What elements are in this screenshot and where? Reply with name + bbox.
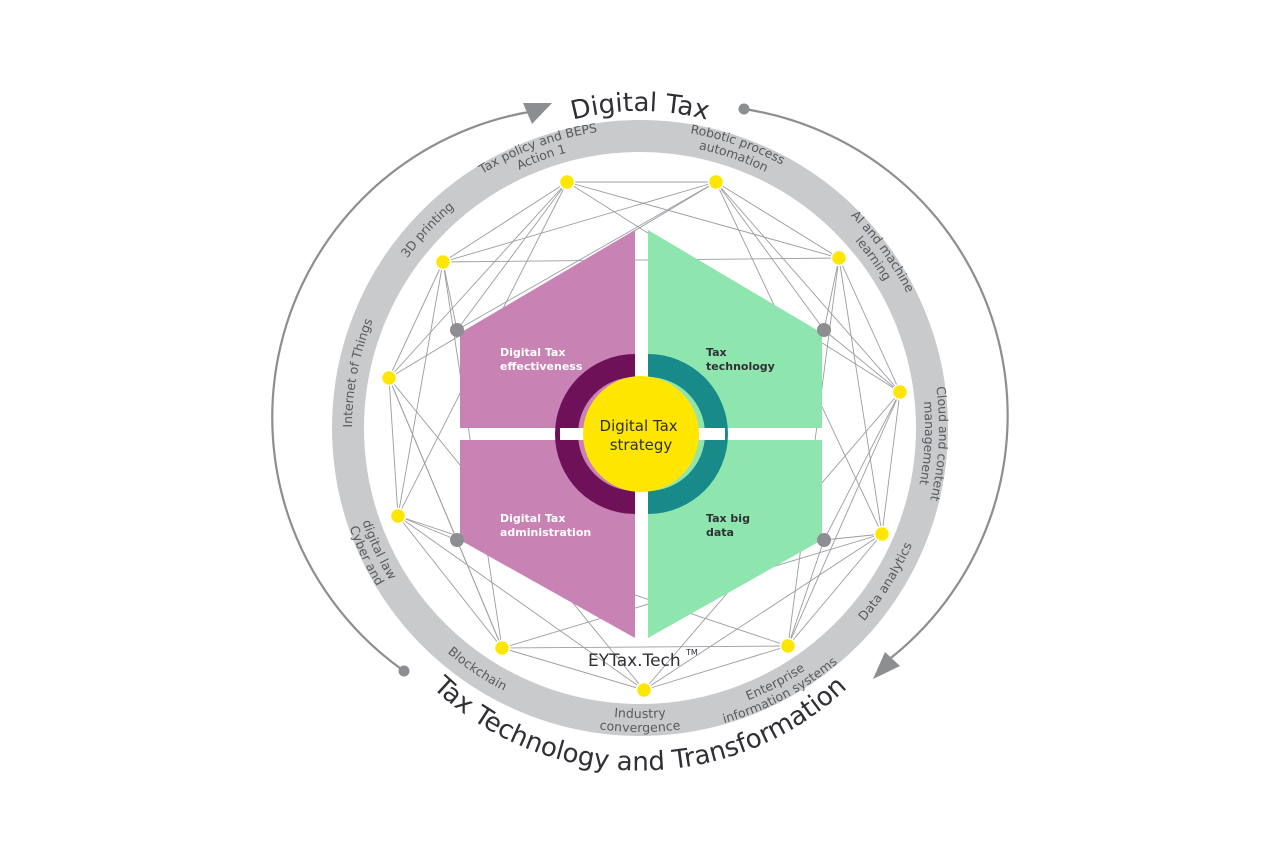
network-link [881, 391, 901, 535]
network-link [838, 257, 883, 535]
technology-nodes [380, 173, 909, 699]
network-link [823, 257, 840, 331]
network-link [823, 533, 883, 541]
network-link [501, 645, 789, 649]
network-link [715, 181, 901, 393]
center-label: Digital Tax strategy [600, 417, 683, 454]
quadrant-labels: Digital Tax effectiveness Digital Tax ad… [500, 346, 775, 539]
network-link [388, 377, 458, 541]
network-link [787, 539, 825, 647]
network-link [442, 257, 840, 263]
network-link [501, 647, 645, 691]
network-link [456, 181, 717, 331]
technology-node [873, 525, 891, 543]
network-link [566, 181, 840, 259]
network-link [823, 391, 901, 541]
network-link [442, 181, 568, 263]
network-link [397, 261, 444, 517]
trademark-mark: TM [685, 648, 698, 657]
technology-node [380, 369, 398, 387]
corner-dot [450, 323, 464, 337]
arrowhead-bottom-icon [873, 652, 900, 679]
technology-node [434, 253, 452, 271]
technology-node [830, 249, 848, 267]
technology-node [891, 383, 909, 401]
label-tax-big-data: Tax big data [706, 512, 754, 539]
network-link [838, 257, 901, 393]
network-link [456, 539, 503, 649]
network-link [388, 377, 399, 517]
network-link [715, 181, 825, 331]
network-lines [388, 181, 901, 691]
network-link [388, 261, 444, 379]
outer-arrows [271, 103, 1009, 679]
left-arrow-start-dot [398, 665, 410, 677]
network-link [787, 533, 883, 647]
center-ring-right [648, 354, 728, 514]
ey-tax-tech-brand: EYTax.Tech TM [588, 648, 698, 671]
corner-dot [817, 323, 831, 337]
technology-node [389, 507, 407, 525]
center-ring-left [555, 354, 635, 514]
network-link [397, 515, 503, 649]
corner-dot [817, 533, 831, 547]
technology-ring [332, 120, 948, 736]
arrowhead-top-icon [523, 103, 552, 124]
network-link [397, 515, 645, 691]
technology-node [707, 173, 725, 191]
technology-node [493, 639, 511, 657]
left-arrow-arc [271, 109, 536, 672]
network-link [787, 391, 901, 647]
right-arrow-arc [743, 107, 1009, 665]
network-link [456, 181, 568, 331]
hexagon-corner-dots [450, 323, 831, 547]
brand-name: EYTax.Tech [588, 651, 681, 671]
center-ring [555, 354, 728, 514]
network-link [823, 329, 901, 393]
ring-item-label: convergence [599, 717, 681, 735]
corner-dot [450, 533, 464, 547]
network-link [397, 515, 458, 541]
network-link [643, 645, 789, 691]
label-effectiveness: Digital Tax effectiveness [500, 346, 583, 373]
technology-node [558, 173, 576, 191]
network-link [442, 181, 717, 263]
network-link [442, 261, 458, 331]
label-tax-technology: Tax technology [706, 346, 775, 373]
center-circle [583, 376, 699, 492]
network-link [643, 533, 883, 691]
right-arrow-start-dot [738, 103, 750, 115]
label-administration: Digital Tax administration [500, 512, 591, 539]
network-link [715, 181, 840, 259]
network-link [388, 181, 568, 379]
technology-node [779, 637, 797, 655]
ring-item-label: Industry [614, 704, 667, 720]
technology-node [635, 681, 653, 699]
